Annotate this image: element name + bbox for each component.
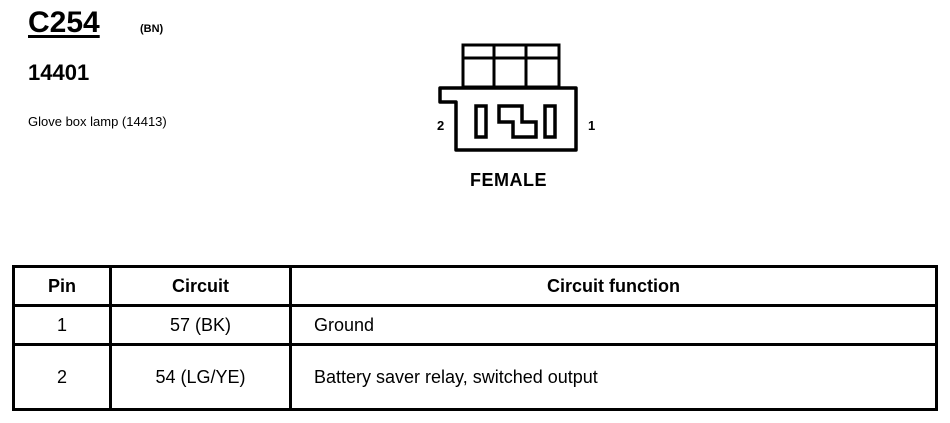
connector-gender: FEMALE [470,170,547,190]
pin-table: Pin Circuit Circuit function 1 57 (BK) G… [12,265,938,411]
cell-function: Battery saver relay, switched output [289,343,938,411]
terminal-pin-1 [543,104,557,139]
cell-pin: 2 [12,343,112,411]
column-header-circuit: Circuit [109,265,292,307]
connector-latch [461,43,561,89]
connector-terminals [474,104,557,139]
cell-circuit: 57 (BK) [109,304,292,346]
connector-description: Glove box lamp (14413) [28,114,167,129]
column-header-function: Circuit function [289,265,938,307]
table-row: 1 57 (BK) Ground [12,304,938,346]
cell-circuit: 54 (LG/YE) [109,343,292,411]
pin-label-1: 1 [588,118,596,133]
terminal-pin-2 [474,104,488,139]
table-header-row: Pin Circuit Circuit function [12,265,938,307]
pin-label-2: 2 [437,118,445,133]
table-row: 2 54 (LG/YE) Battery saver relay, switch… [12,343,938,411]
connector-id: C254 [28,6,100,39]
column-header-pin: Pin [12,265,112,307]
connector-housing [438,86,578,152]
cell-function: Ground [289,304,938,346]
part-number: 14401 [28,60,90,85]
cell-pin: 1 [12,304,112,346]
color-code: (BN) [140,23,164,35]
terminal-center [497,104,538,139]
